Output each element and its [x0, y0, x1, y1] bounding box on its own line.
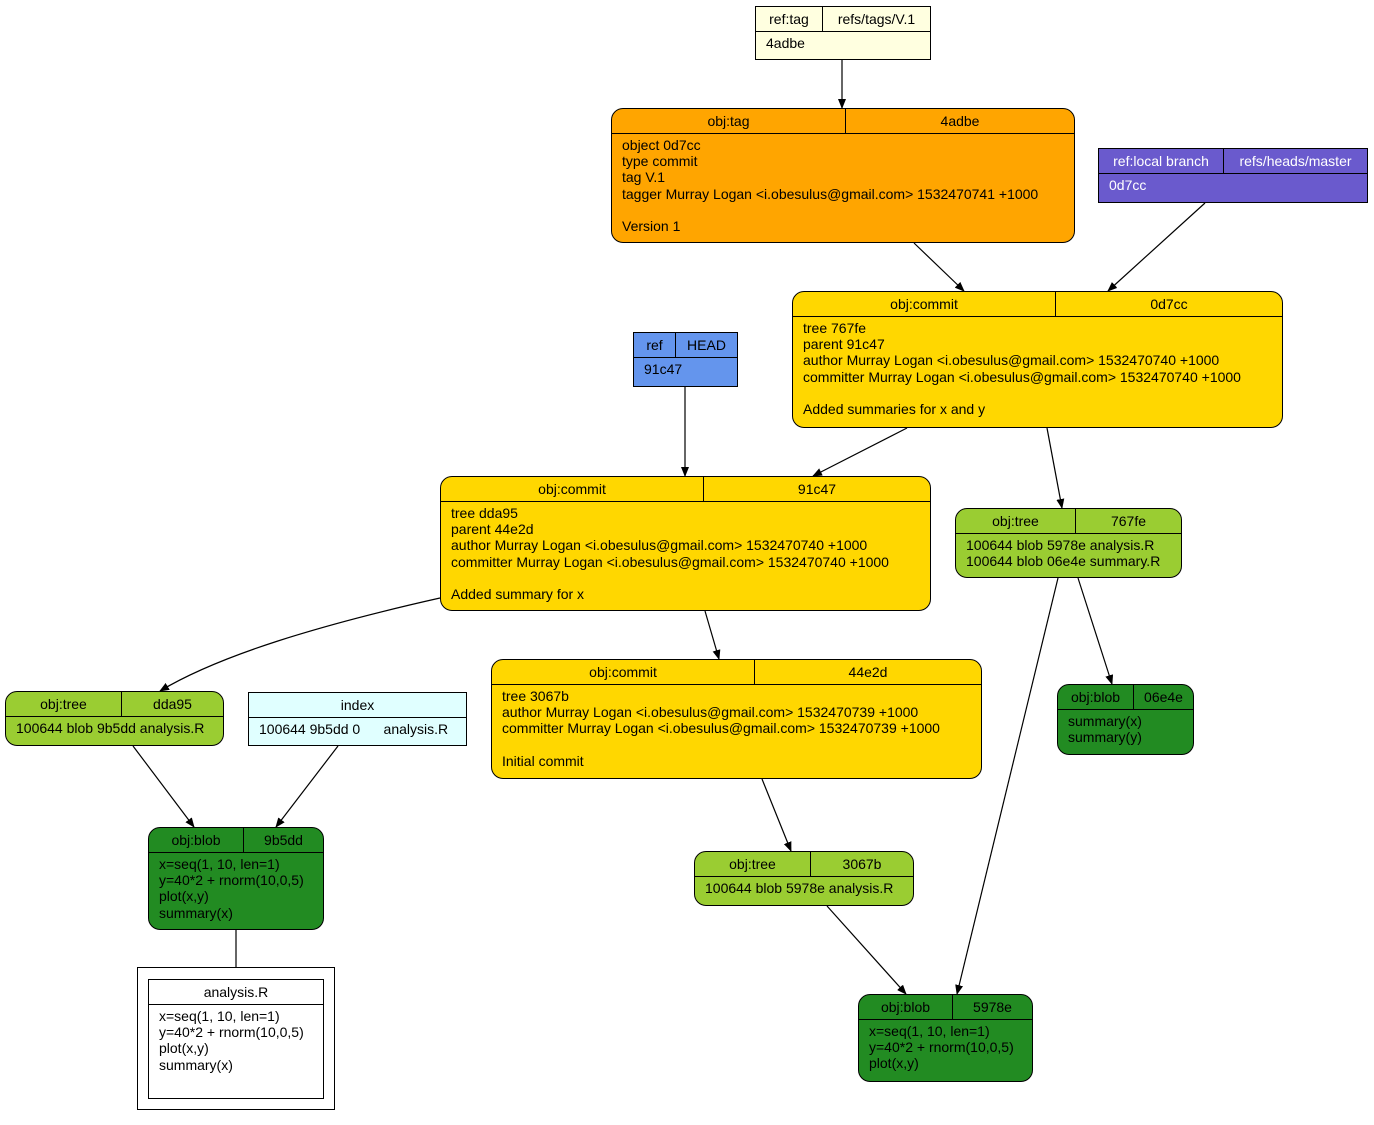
- edge-commit-91c47-to-commit-44e2d: [704, 610, 721, 660]
- commit-0d7cc-node: obj:commit 0d7cc tree 767fe parent 91c47…: [792, 291, 1283, 428]
- working-file-content: x=seq(1, 10, len=1) y=40*2 + rnorm(10,0,…: [159, 1008, 304, 1073]
- commit-0d7cc-content: tree 767fe parent 91c47 author Murray Lo…: [803, 320, 1241, 418]
- tree-dda95-hash: dda95: [121, 692, 223, 716]
- blob-9b5dd-type: obj:blob: [171, 832, 221, 848]
- tree-dda95-node: obj:tree dda95 100644 blob 9b5dd analysi…: [5, 691, 224, 746]
- edge-tree-767fe-to-blob-06e4e: [1077, 577, 1114, 685]
- tree-3067b-type: obj:tree: [729, 856, 776, 872]
- commit-0d7cc-type: obj:commit: [890, 296, 958, 312]
- edge-branch-to-commit-0d7cc: [1107, 202, 1206, 292]
- edge-index-to-blob-9b5dd: [275, 745, 339, 828]
- index-entry: 100644 9b5dd 0 analysis.R: [259, 721, 449, 737]
- blob-5978e-content: x=seq(1, 10, len=1) y=40*2 + rnorm(10,0,…: [869, 1023, 1014, 1072]
- ref-branch-name: refs/heads/master: [1223, 149, 1367, 173]
- edge-tree-dda95-to-blob-9b5dd: [132, 745, 195, 828]
- tree-767fe-type: obj:tree: [992, 513, 1039, 529]
- ref-tag-name: refs/tags/V.1: [822, 7, 930, 31]
- ref-head-type: ref: [646, 337, 663, 353]
- tree-3067b-hash: 3067b: [810, 852, 913, 876]
- ref-head-name: HEAD: [675, 333, 737, 357]
- ref-branch-type: ref:local branch: [1113, 153, 1209, 169]
- commit-44e2d-node: obj:commit 44e2d tree 3067b author Murra…: [491, 659, 982, 779]
- tree-767fe-hash: 767fe: [1075, 509, 1181, 533]
- ref-tag-node: ref:tag refs/tags/V.1 4adbe: [755, 6, 931, 60]
- blob-06e4e-content: summary(x) summary(y): [1068, 713, 1142, 746]
- edge-tree-767fe-to-blob-5978e: [955, 577, 1059, 995]
- tree-3067b-content: 100644 blob 5978e analysis.R: [705, 880, 894, 896]
- blob-5978e-hash: 5978e: [952, 995, 1032, 1019]
- tag-object-content: object 0d7cc type commit tag V.1 tagger …: [622, 137, 1039, 235]
- commit-91c47-content: tree dda95 parent 44e2d author Murray Lo…: [451, 505, 889, 603]
- commit-44e2d-hash: 44e2d: [754, 660, 981, 684]
- blob-06e4e-type: obj:blob: [1070, 689, 1121, 705]
- blob-5978e-node: obj:blob 5978e x=seq(1, 10, len=1) y=40*…: [858, 994, 1033, 1082]
- edge-commit-0d7cc-to-tree-767fe: [1046, 427, 1065, 509]
- commit-91c47-hash: 91c47: [703, 477, 930, 501]
- ref-head-node: ref HEAD 91c47: [633, 332, 738, 387]
- tag-object-hash: 4adbe: [845, 109, 1074, 133]
- edge-commit-91c47-to-tree-dda95: [159, 597, 441, 692]
- commit-0d7cc-hash: 0d7cc: [1055, 292, 1282, 316]
- ref-head-target: 91c47: [644, 361, 683, 377]
- edge-commit-0d7cc-to-commit-91c47: [812, 427, 908, 477]
- ref-branch-node: ref:local branch refs/heads/master 0d7cc: [1098, 148, 1368, 203]
- commit-44e2d-content: tree 3067b author Murray Logan <i.obesul…: [502, 688, 940, 769]
- tree-767fe-content: 100644 blob 5978e analysis.R 100644 blob…: [966, 537, 1161, 570]
- tree-767fe-node: obj:tree 767fe 100644 blob 5978e analysi…: [955, 508, 1182, 578]
- blob-9b5dd-content: x=seq(1, 10, len=1) y=40*2 + rnorm(10,0,…: [159, 856, 304, 921]
- tree-dda95-type: obj:tree: [40, 696, 87, 712]
- tree-3067b-node: obj:tree 3067b 100644 blob 5978e analysi…: [694, 851, 914, 906]
- commit-44e2d-type: obj:commit: [589, 664, 657, 680]
- blob-9b5dd-hash: 9b5dd: [243, 828, 323, 852]
- ref-branch-target: 0d7cc: [1109, 177, 1147, 193]
- index-node: index 100644 9b5dd 0 analysis.R: [248, 692, 467, 746]
- blob-06e4e-hash: 06e4e: [1133, 685, 1193, 709]
- ref-tag-type: ref:tag: [769, 11, 809, 27]
- working-file-node: analysis.R x=seq(1, 10, len=1) y=40*2 + …: [148, 979, 324, 1099]
- blob-9b5dd-node: obj:blob 9b5dd x=seq(1, 10, len=1) y=40*…: [148, 827, 324, 930]
- index-title: index: [340, 697, 375, 713]
- blob-06e4e-node: obj:blob 06e4e summary(x) summary(y): [1057, 684, 1194, 755]
- commit-91c47-type: obj:commit: [538, 481, 606, 497]
- ref-tag-target: 4adbe: [766, 35, 805, 51]
- tree-dda95-content: 100644 blob 9b5dd analysis.R: [16, 720, 205, 736]
- tag-object-type: obj:tag: [707, 113, 750, 129]
- tag-object-node: obj:tag 4adbe object 0d7cc type commit t…: [611, 108, 1075, 243]
- blob-5978e-type: obj:blob: [880, 999, 931, 1015]
- working-file-title: analysis.R: [203, 984, 269, 1000]
- edge-tree-3067b-to-blob-5978e: [826, 905, 907, 995]
- commit-91c47-node: obj:commit 91c47 tree dda95 parent 44e2d…: [440, 476, 931, 611]
- edge-commit-44e2d-to-tree-3067b: [761, 778, 792, 852]
- edge-tagobj-to-commit-0d7cc: [913, 242, 965, 292]
